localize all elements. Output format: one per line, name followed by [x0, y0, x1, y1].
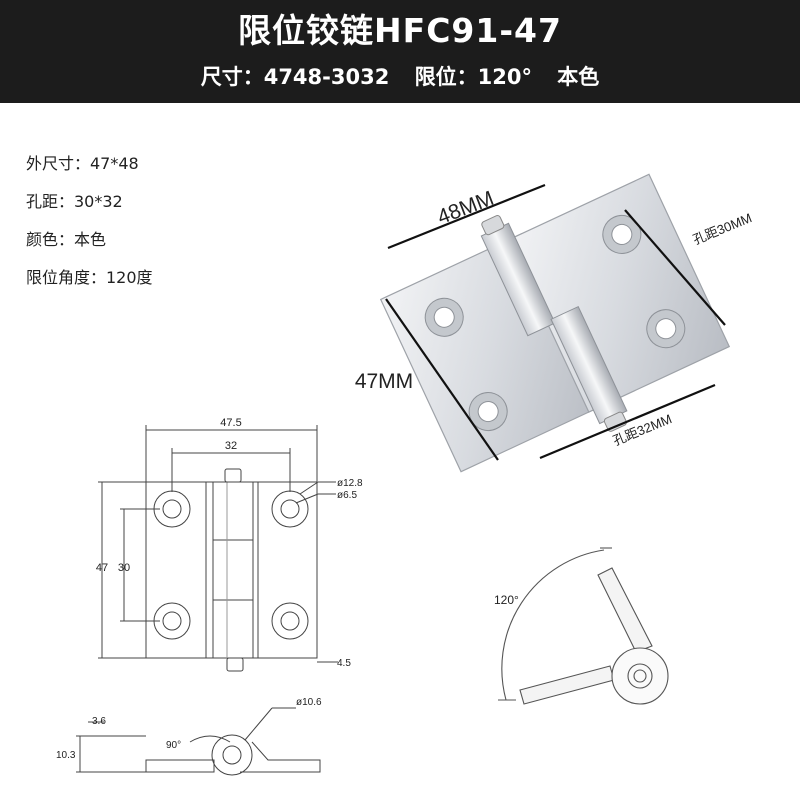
dim-thickness: 3.6: [92, 716, 106, 727]
dim-margin: 4.5: [337, 658, 351, 669]
hole-top-dimension-line: [624, 209, 726, 326]
pin-top-outline: [224, 468, 242, 483]
dim-hole-spacing-y: 30: [118, 562, 130, 574]
dim-outer-diameter: ø12.8: [337, 478, 363, 489]
pin-bottom-outline: [226, 657, 244, 672]
product-title: 限位铰链HFC91-47: [238, 11, 562, 50]
hole-outline: [271, 602, 309, 640]
countersunk-hole: [602, 214, 642, 254]
dim-inner-diameter: ø6.5: [337, 490, 357, 501]
side-view-drawing: [76, 707, 321, 776]
hole-outline: [271, 490, 309, 528]
dim-knuckle-diameter: ø10.6: [296, 697, 322, 708]
dim-overall-width: 47.5: [220, 417, 241, 429]
limit-label: 限位：120°: [414, 65, 532, 89]
hole-bottom-dimension-line: [539, 383, 716, 460]
photo-height-label: 47MM: [355, 370, 413, 393]
dim-overall-height: 47: [96, 562, 108, 574]
hinge-photo: [379, 173, 731, 473]
size-label: 尺寸：4748-3032: [200, 65, 390, 89]
photo-hole-top-label: 孔距30MM: [691, 210, 754, 247]
dim-hole-spacing-x: 32: [225, 440, 237, 452]
width-dimension-line: [387, 183, 546, 250]
product-subtitle: 尺寸：4748-3032 限位：120° 本色: [0, 61, 800, 91]
dim-side-height: 10.3: [56, 750, 76, 761]
dim-side-angle: 90°: [166, 740, 181, 751]
color-label: 本色: [557, 65, 600, 89]
height-dimension-line: [385, 298, 499, 461]
spec-color: 颜色：本色: [26, 230, 107, 249]
countersunk-hole: [646, 309, 686, 349]
front-view-drawing: [98, 425, 338, 672]
countersunk-hole: [424, 297, 464, 337]
spec-limit-angle: 限位角度：120度: [26, 268, 153, 287]
spec-list: 外尺寸：47*48 孔距：30*32 颜色：本色 限位角度：120度: [26, 150, 153, 302]
pin-bottom: [603, 411, 627, 432]
spec-outer-size: 外尺寸：47*48: [26, 154, 139, 173]
hinge-outline: [145, 481, 318, 659]
countersunk-hole: [468, 392, 508, 432]
pin-top: [481, 215, 505, 236]
angle-label: 120°: [494, 593, 519, 607]
spec-hole-spacing: 孔距：30*32: [26, 192, 123, 211]
angle-diagram: [498, 547, 669, 705]
title-banner: 限位铰链HFC91-47 尺寸：4748-3032 限位：120° 本色: [0, 0, 800, 103]
